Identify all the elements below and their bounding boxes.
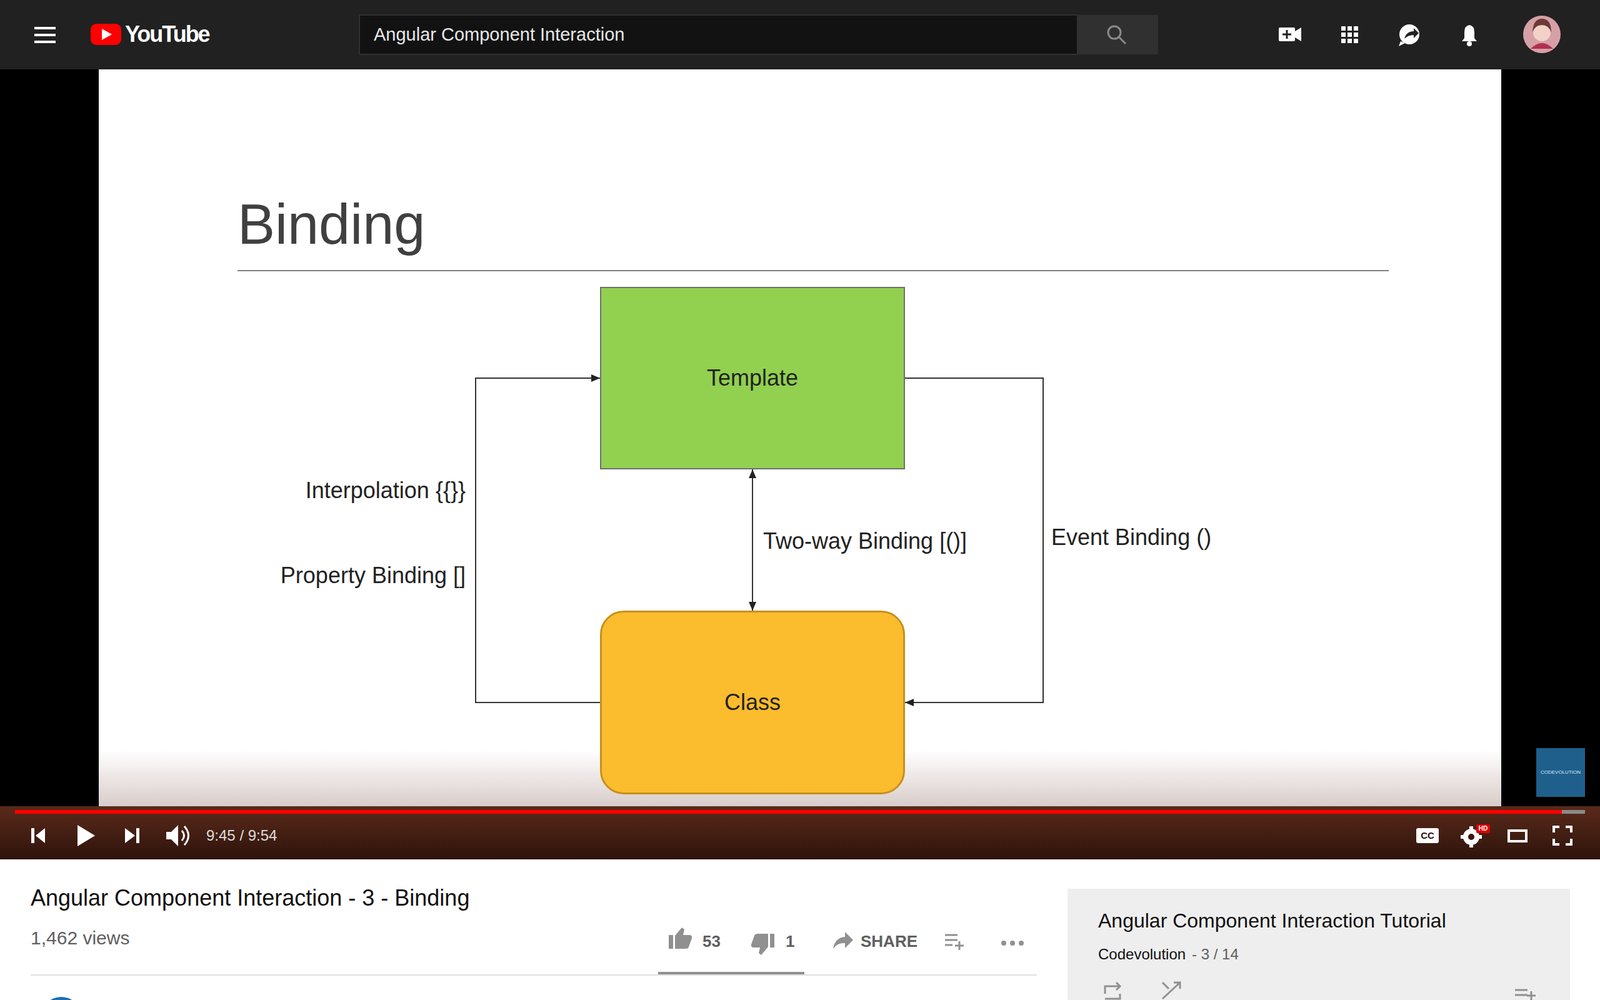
save-icon: [945, 935, 964, 950]
more-icon: [1001, 940, 1024, 946]
share-icon: [833, 931, 854, 949]
watermark-text: CODEVOLUTION: [1540, 769, 1581, 776]
search-icon: [1118, 36, 1126, 44]
dislike-icon: [751, 933, 775, 955]
apps-icon: [1341, 26, 1359, 44]
playlist-position: - 3 / 14: [1191, 945, 1239, 964]
cc-button: [1416, 828, 1439, 844]
template-box: Template: [600, 286, 905, 470]
like-count: 53: [702, 931, 721, 952]
avatar: [1523, 15, 1561, 54]
hd-badge: [1476, 824, 1490, 834]
view-count: 1,462 views: [30, 926, 130, 950]
like-icon: [668, 927, 692, 949]
rating-bar: [658, 971, 805, 975]
messages-icon: [1398, 24, 1420, 47]
player-controls: [31, 825, 179, 847]
title-rule: [237, 270, 1389, 272]
upload-icon: [1278, 27, 1302, 42]
slide: [98, 69, 1502, 807]
binding-connector: [475, 378, 600, 703]
cc-text: CC: [1420, 830, 1435, 842]
class-box: Class: [600, 610, 905, 795]
bell-icon: [1461, 25, 1477, 47]
video-title: Angular Component Interaction - 3 - Bind…: [30, 884, 470, 912]
share-text: SHARE: [860, 931, 918, 952]
playlist-panel: [1067, 888, 1570, 1000]
theater-icon: [1508, 830, 1527, 842]
progress-rest: [1561, 810, 1585, 814]
watermark: [1536, 748, 1585, 797]
logo-play: [101, 28, 112, 40]
binding-connector: [751, 469, 754, 611]
logo-icon: [90, 23, 122, 45]
hd-text: HD: [1478, 825, 1488, 833]
search-text: Angular Component Interaction: [373, 23, 625, 46]
node-label: Class: [724, 688, 781, 716]
node-label: Template: [706, 364, 799, 392]
playlist-save-icon: [1515, 990, 1536, 1000]
edge-label: Interpolation {{}}: [305, 476, 466, 504]
progress-played: [15, 810, 1562, 814]
search-button: [1077, 15, 1159, 55]
top-bar: [0, 0, 1600, 70]
menu-icon: [34, 28, 56, 42]
edge-label: Two-way Binding [()]: [763, 527, 967, 555]
channel-name: Codevolution: [1098, 945, 1186, 964]
fullscreen-icon: [1553, 826, 1572, 845]
playlist-title: Angular Component Interaction Tutorial: [1098, 908, 1447, 933]
volume-waves: [181, 826, 189, 845]
controls-bar: [0, 806, 1600, 860]
edge-label: Event Binding (): [1051, 523, 1212, 551]
shuffle-icon: [1162, 982, 1180, 999]
dislike-count: 1: [785, 931, 795, 952]
time-display: 9:45 / 9:54: [206, 826, 277, 845]
slide-title: Binding: [237, 190, 425, 259]
edge-note: Property Binding []: [280, 561, 466, 589]
search-box: [359, 15, 1078, 55]
divider: [30, 974, 1037, 976]
loop-icon: [1105, 982, 1120, 999]
video-ground: [0, 69, 1600, 860]
logo-text: YouTube: [125, 20, 210, 48]
channel-avatar: [40, 996, 82, 1000]
